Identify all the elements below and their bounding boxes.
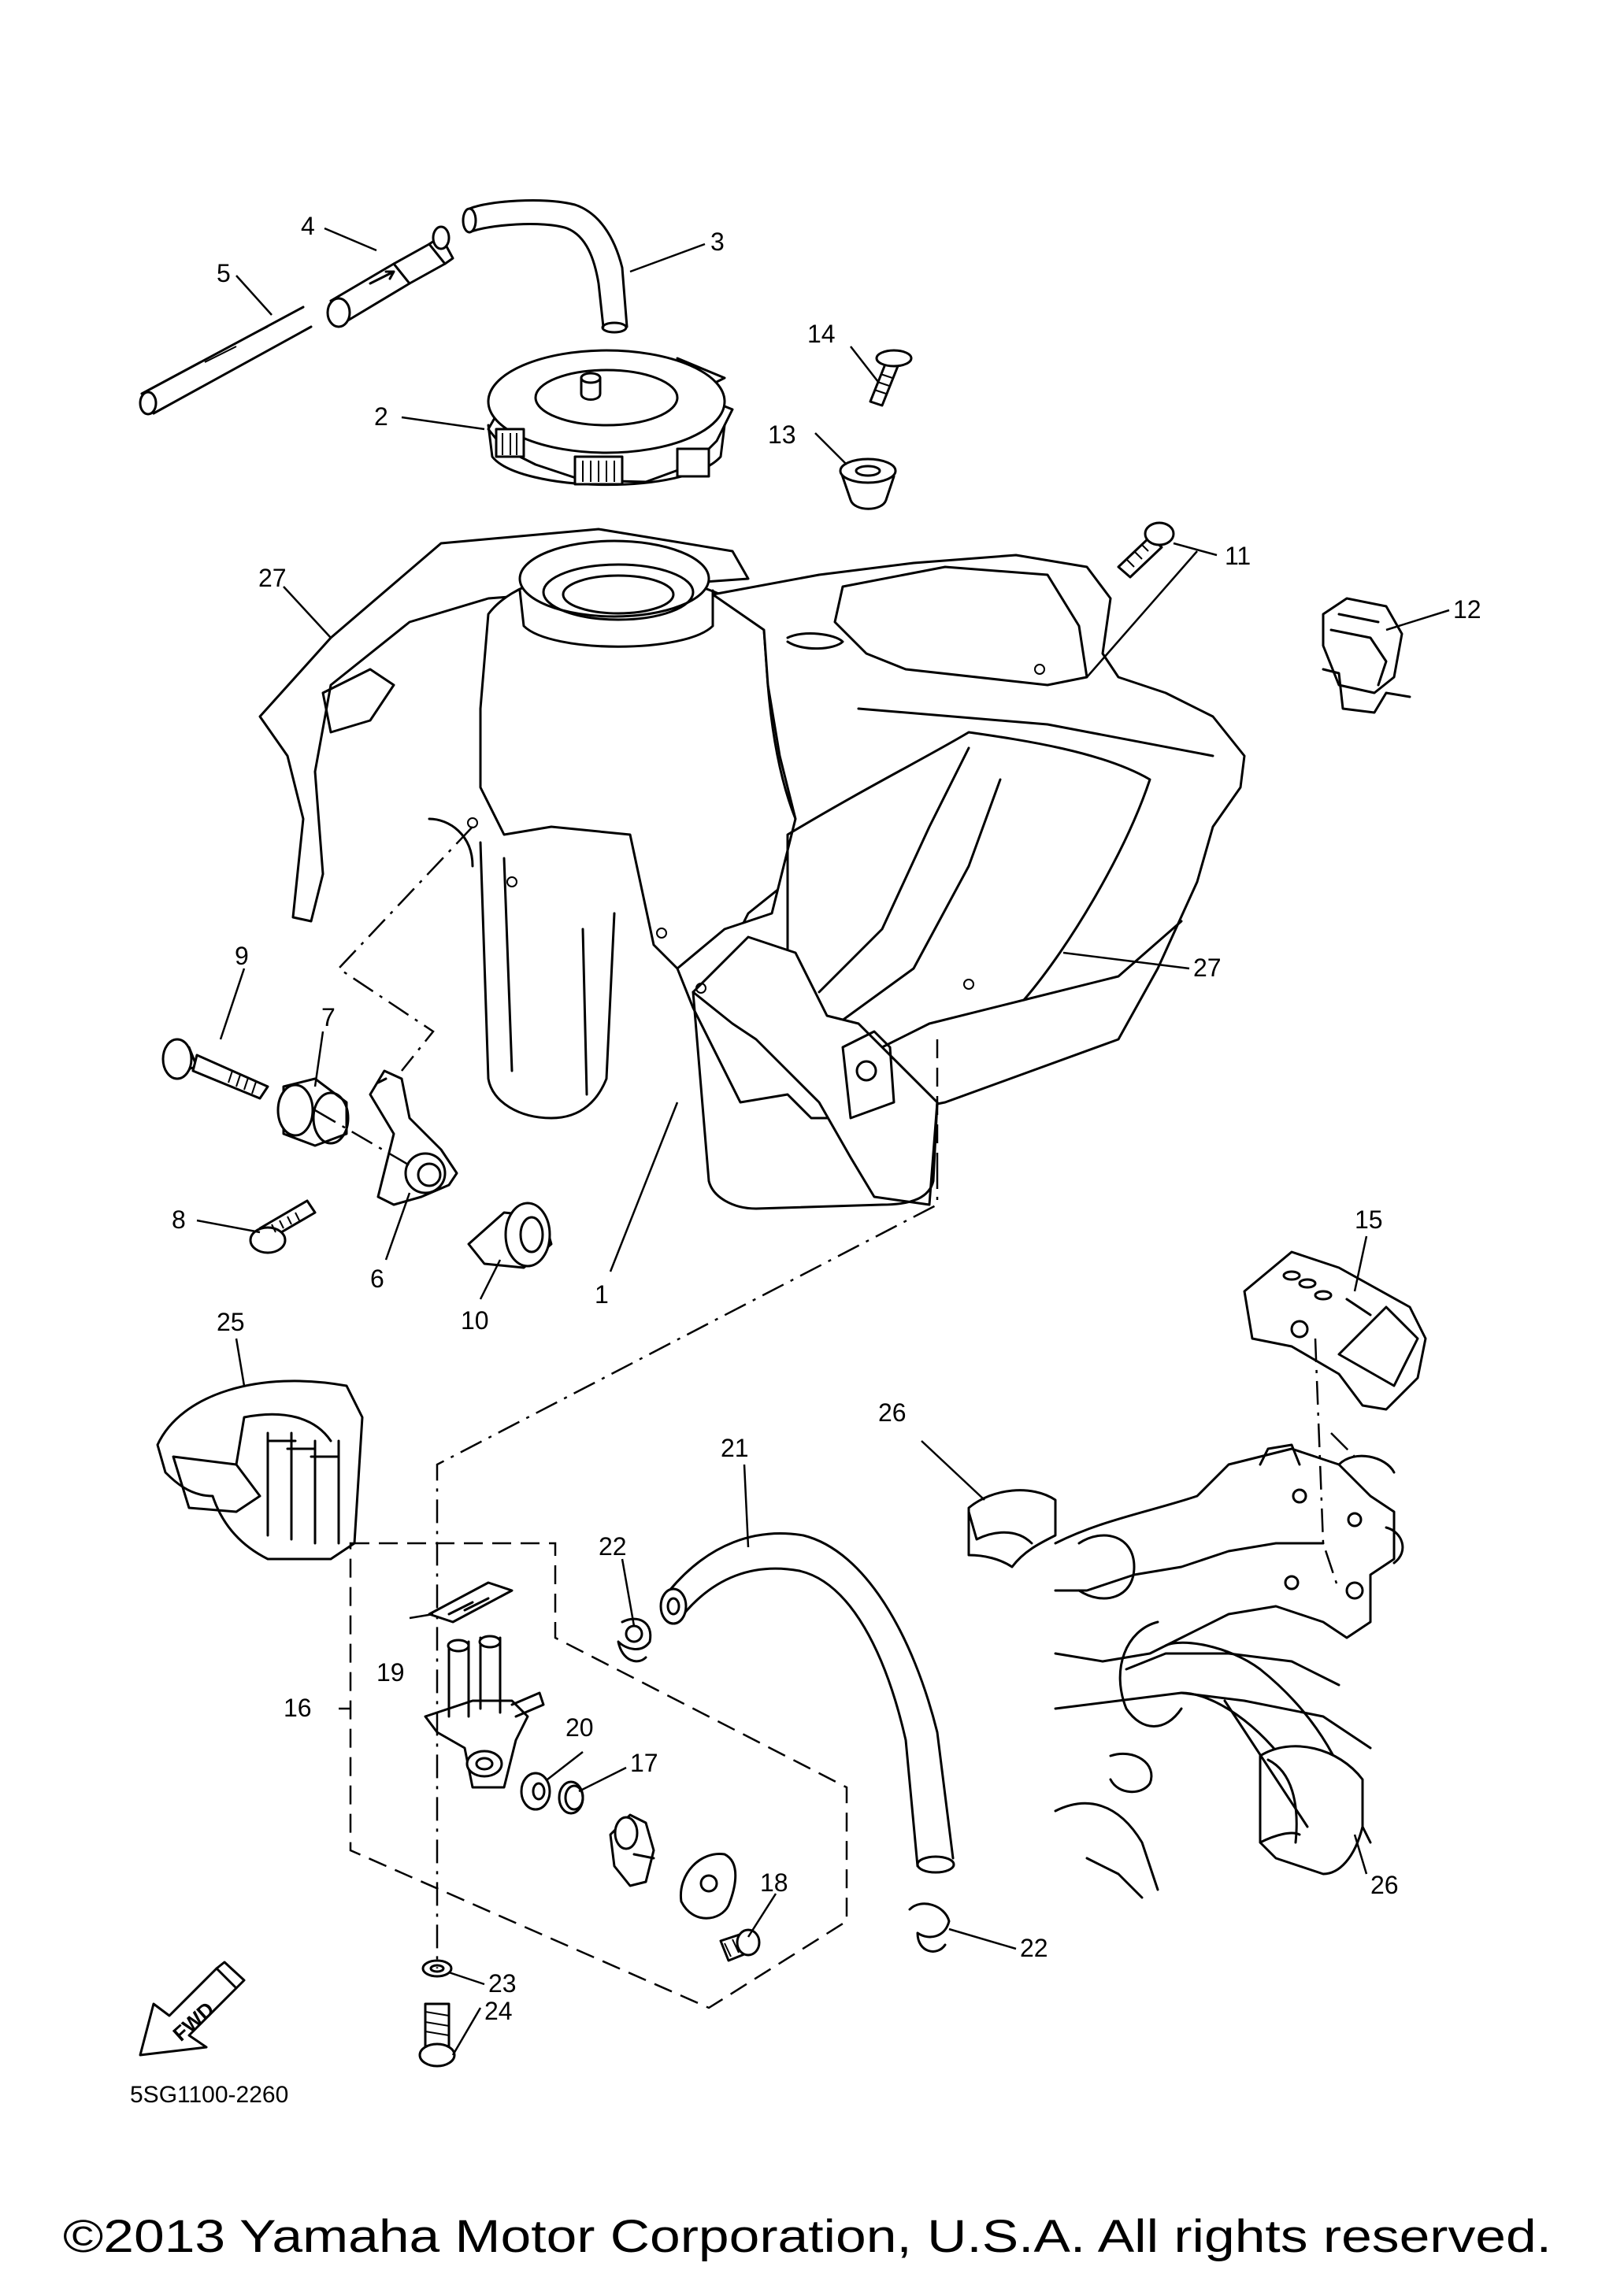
o-ring-17 [558, 1780, 584, 1815]
cushion-26b [1259, 1745, 1364, 1876]
frame-pointer [1223, 1699, 1309, 1828]
callout-27-right: 27 [1193, 954, 1222, 982]
gasket-plate [679, 1852, 737, 1920]
callout-2: 2 [374, 402, 388, 431]
packing-20 [520, 1772, 551, 1811]
callout-6: 6 [370, 1265, 384, 1293]
callout-11: 11 [1225, 542, 1251, 570]
callout-21: 21 [721, 1434, 749, 1462]
leader-lines [196, 227, 1450, 2056]
callout-18: 18 [760, 1868, 788, 1897]
clip-22b [908, 1902, 951, 1953]
breather-hose [462, 199, 629, 334]
bracket-centerline [314, 826, 473, 1167]
callout-5: 5 [217, 259, 231, 287]
callout-15: 15 [1355, 1205, 1383, 1234]
collar-10 [467, 1202, 553, 1269]
callout-14: 14 [807, 320, 836, 348]
callout-26-top: 26 [878, 1398, 907, 1427]
fuel-valve [326, 225, 454, 328]
callout-16: 16 [284, 1694, 312, 1722]
callout-23: 23 [488, 1969, 517, 1998]
fwd-arrow: FWD [139, 1961, 246, 2057]
washer-23 [421, 1959, 453, 1978]
clip-12 [1322, 597, 1411, 714]
callout-4: 4 [301, 212, 315, 240]
callout-9: 9 [235, 942, 249, 970]
diagram-code: 5SG1100-2260 [130, 2082, 288, 2108]
bracket-15-line [1314, 1338, 1355, 1591]
callout-25: 25 [217, 1308, 245, 1336]
fuel-cock [424, 1635, 545, 1789]
callout-8: 8 [172, 1205, 186, 1234]
fuel-hose-21 [659, 1532, 955, 1874]
copyright-notice: ©2013 Yamaha Motor Corporation, U.S.A. A… [63, 2211, 1552, 2262]
callout-7: 7 [321, 1003, 336, 1031]
callout-27-top: 27 [258, 564, 287, 592]
tank-bracket [369, 1069, 458, 1206]
callout-20: 20 [565, 1713, 594, 1742]
callout-3: 3 [710, 228, 725, 256]
cushion-26a [967, 1489, 1057, 1568]
fuel-cock-kit-box [349, 1542, 848, 2009]
screw-18 [719, 1928, 761, 1962]
lever [609, 1813, 655, 1887]
callout-17: 17 [630, 1749, 658, 1777]
assembly-centerline [436, 1165, 939, 1968]
callout-10: 10 [461, 1306, 489, 1335]
callout-22-bottom: 22 [1020, 1934, 1048, 1962]
fuel-cap [487, 349, 734, 487]
fuel-tank-assembly [258, 528, 1246, 1210]
screw-24 [418, 2002, 456, 2068]
callout-22-top: 22 [599, 1532, 627, 1561]
bolt-11 [1117, 521, 1175, 579]
callouts: 1 2 3 4 5 6 7 8 9 10 11 12 13 14 15 16 1… [172, 212, 1481, 2025]
screw-14 [869, 349, 913, 407]
fuel-hose-short [139, 306, 313, 416]
callout-24: 24 [484, 1997, 513, 2025]
bracket-15 [1243, 1250, 1427, 1411]
strainer-19 [428, 1581, 514, 1624]
grommet-13 [839, 457, 897, 510]
callout-19: 19 [376, 1658, 405, 1687]
bolt-9 [161, 1038, 269, 1100]
callout-13: 13 [768, 420, 796, 449]
screw-8 [249, 1199, 317, 1254]
callout-12: 12 [1453, 595, 1481, 624]
cover-25 [156, 1379, 364, 1561]
callout-1: 1 [595, 1280, 609, 1309]
callout-26-bottom: 26 [1370, 1871, 1399, 1899]
damper [276, 1077, 350, 1147]
